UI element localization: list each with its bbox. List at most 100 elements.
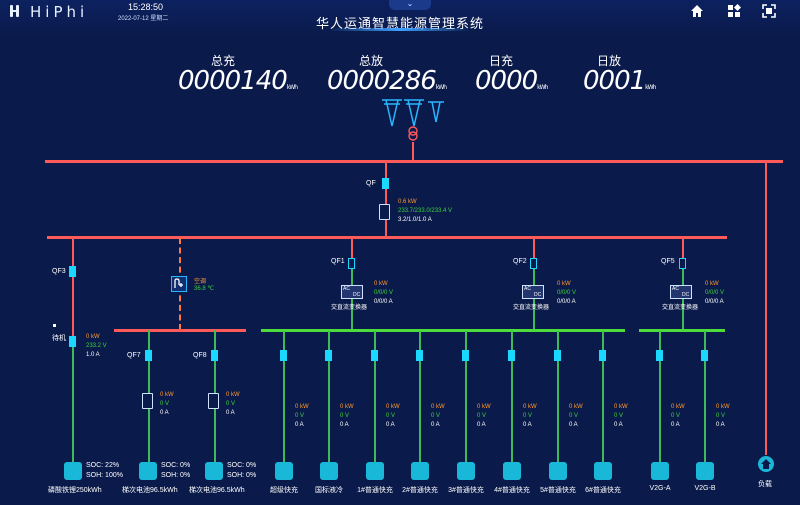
standby-dot xyxy=(53,324,56,327)
charger-icon[interactable] xyxy=(457,462,475,480)
charger-switch[interactable] xyxy=(508,350,515,361)
charger-icon[interactable] xyxy=(594,462,612,480)
charger-line xyxy=(328,331,330,462)
qf7-meter-icon xyxy=(142,393,153,409)
qf2-current: 0/0/0 A xyxy=(557,299,576,305)
qf5-label: QF5 xyxy=(661,258,675,265)
charger-switch[interactable] xyxy=(371,350,378,361)
dc-bus-v2g xyxy=(639,329,725,332)
qf3-switch[interactable] xyxy=(69,266,76,277)
qf1-voltage: 0/0/0 V xyxy=(374,290,394,296)
grid-icon[interactable] xyxy=(727,4,741,18)
battery-3-soc: SOC: 0% xyxy=(227,462,257,469)
battery-3-soh: SOH: 0% xyxy=(227,472,257,479)
load-feeder-line xyxy=(765,160,767,455)
qf2-power: 0 kW xyxy=(557,281,571,287)
battery-2-soh: SOH: 0% xyxy=(161,472,191,479)
charger-power: 0 kW xyxy=(716,404,730,410)
charger-line xyxy=(704,331,706,462)
charger-voltage: 0 V xyxy=(523,413,533,419)
charger-voltage: 0 V xyxy=(614,413,624,419)
battery-2-soc: SOC: 0% xyxy=(161,462,191,469)
qf3-label: QF3 xyxy=(52,268,66,275)
qf8-label: QF8 xyxy=(193,352,207,359)
qf1-switch[interactable] xyxy=(348,258,355,269)
load-icon[interactable] xyxy=(757,455,775,473)
charger-icon[interactable] xyxy=(366,462,384,480)
main-current: 3.2/1.0/1.0 A xyxy=(398,217,432,223)
battery-icon[interactable] xyxy=(139,462,157,480)
qf2-label: QF2 xyxy=(513,258,527,265)
daily-discharge-label: 日放 xyxy=(596,54,621,68)
charger-icon[interactable] xyxy=(411,462,429,480)
battery-1-name: 磷酸铁锂250kWh xyxy=(48,487,102,494)
charger-icon[interactable] xyxy=(503,462,521,480)
qf8-current: 0 A xyxy=(226,410,235,416)
qf-main-line xyxy=(385,160,387,238)
qf-main-switch[interactable] xyxy=(382,178,389,189)
charger-switch[interactable] xyxy=(554,350,561,361)
charger-switch[interactable] xyxy=(599,350,606,361)
main-power: 0.6 kW xyxy=(398,199,417,205)
charger-line xyxy=(557,331,559,462)
fullscreen-icon[interactable] xyxy=(762,4,776,18)
qf2-switch[interactable] xyxy=(530,258,537,269)
charger-switch[interactable] xyxy=(462,350,469,361)
charger-icon[interactable] xyxy=(696,462,714,480)
charger-switch[interactable] xyxy=(280,350,287,361)
charger-voltage: 0 V xyxy=(716,413,726,419)
daily-charge-label: 日充 xyxy=(488,54,513,68)
charger-voltage: 0 V xyxy=(569,413,579,419)
air-conditioner-icon[interactable] xyxy=(171,276,187,292)
total-charge-value: 0000140kWh xyxy=(178,66,298,96)
main-voltage: 233.7/233.0/233.4 V xyxy=(398,208,453,214)
charger-icon[interactable] xyxy=(320,462,338,480)
charger-voltage: 0 V xyxy=(386,413,396,419)
charger-icon[interactable] xyxy=(651,462,669,480)
charger-switch[interactable] xyxy=(416,350,423,361)
charger-name: 4#普通快充 xyxy=(494,487,530,494)
qf8-voltage: 0 V xyxy=(226,401,236,407)
charger-power: 0 kW xyxy=(569,404,583,410)
qf8-switch[interactable] xyxy=(211,350,218,361)
battery-icon[interactable] xyxy=(205,462,223,480)
charger-power: 0 kW xyxy=(295,404,309,410)
main-bus xyxy=(45,160,783,163)
total-charge-label: 总充 xyxy=(210,54,235,68)
qf3-breaker[interactable] xyxy=(69,336,76,347)
qf7-current: 0 A xyxy=(160,410,169,416)
qf2-converter-name: 交直流变换器 xyxy=(513,305,550,311)
qf2-line-top xyxy=(533,236,535,258)
charger-switch[interactable] xyxy=(325,350,332,361)
battery-icon[interactable] xyxy=(64,462,82,480)
charger-current: 0 A xyxy=(614,422,623,428)
home-icon[interactable] xyxy=(690,4,704,18)
charger-current: 0 A xyxy=(569,422,578,428)
charger-switch[interactable] xyxy=(701,350,708,361)
total-discharge-value: 0000286kWh xyxy=(327,66,447,96)
charger-switch[interactable] xyxy=(656,350,663,361)
title-dropdown-toggle[interactable]: ⌄ xyxy=(389,0,431,10)
qf5-switch[interactable] xyxy=(679,258,686,269)
hiphi-logo-icon xyxy=(10,5,19,17)
qf3-state: 待机 xyxy=(52,335,66,342)
ac-label: 空调 xyxy=(194,279,207,285)
qf2-voltage: 0/0/0 V xyxy=(557,290,577,296)
total-discharge-label: 总放 xyxy=(358,54,383,68)
charger-current: 0 A xyxy=(431,422,440,428)
charger-icon[interactable] xyxy=(275,462,293,480)
tier-battery-bus xyxy=(114,329,246,332)
feeder-line xyxy=(412,142,414,160)
dc-bus-main xyxy=(261,329,625,332)
qf7-switch[interactable] xyxy=(145,350,152,361)
charger-line xyxy=(602,331,604,462)
charger-icon[interactable] xyxy=(549,462,567,480)
secondary-bus xyxy=(47,236,727,239)
daily-discharge-value: 0001kWh xyxy=(583,66,656,96)
charger-name: 1#普通快充 xyxy=(357,487,393,494)
charger-name: 超级快充 xyxy=(270,487,298,494)
charger-name: V2G-A xyxy=(649,485,671,492)
